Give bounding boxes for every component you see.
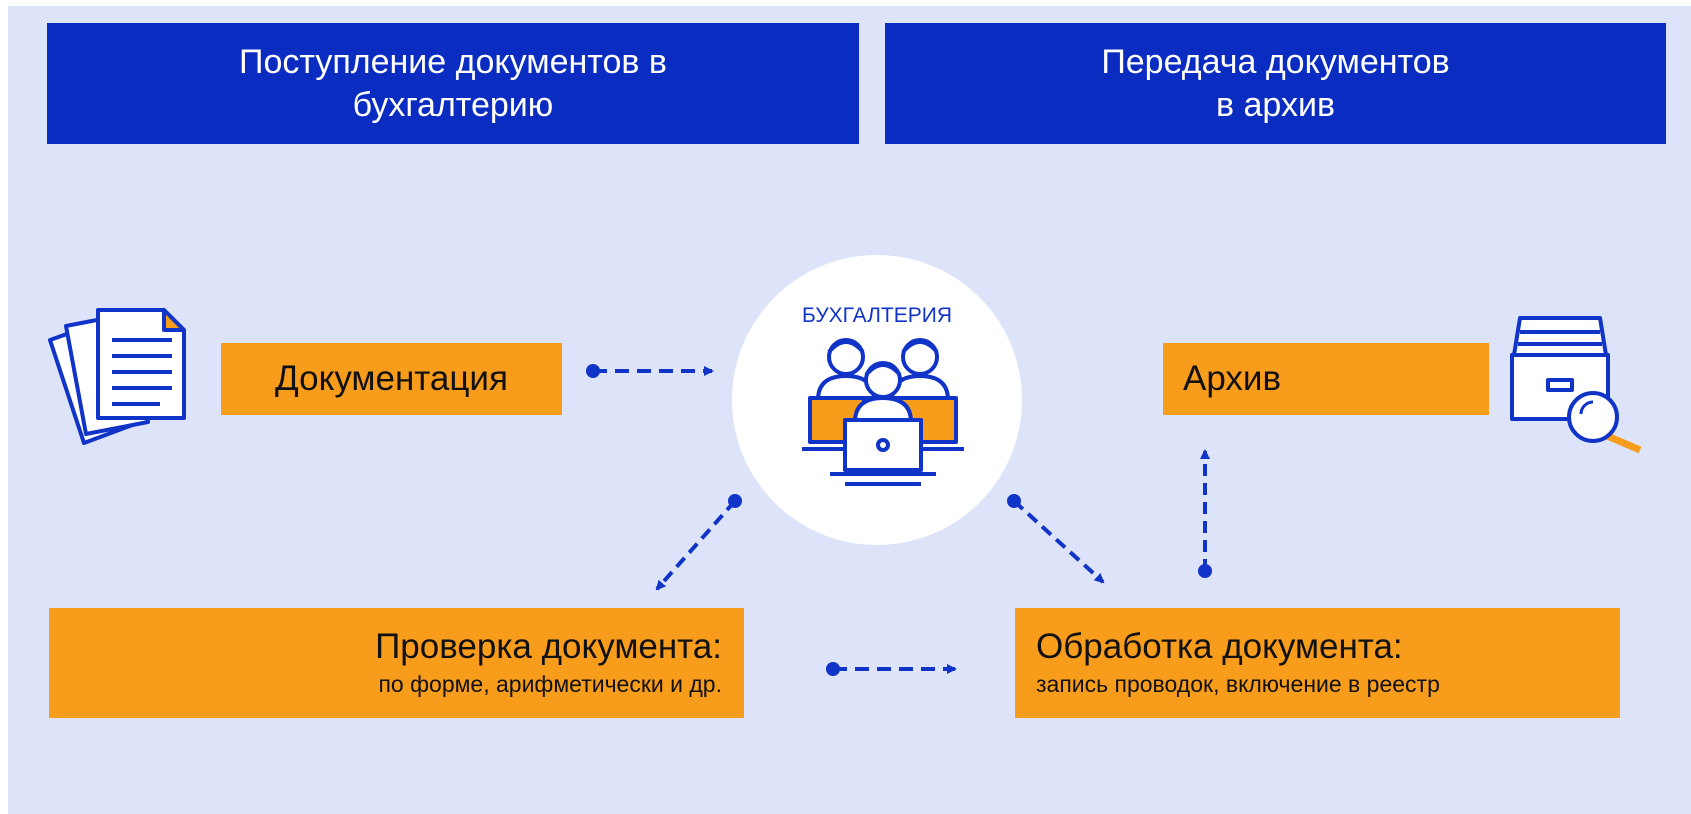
arrow-documentation-to-accounting [586,364,714,378]
processing-subtitle: запись проводок, включение в реестр [1036,671,1440,697]
documents-stack-icon [48,308,186,445]
check-subtitle: по форме, арифметически и др. [378,671,722,697]
arrow-check-to-processing [826,662,957,676]
header-archive-transfer: Передача документов в архив [885,23,1666,144]
header-incoming-line1: Поступление документов в [239,42,667,81]
accounting-team-icon [802,338,964,486]
header-archive-line1: Передача документов [1101,42,1450,81]
check-title: Проверка документа: [375,627,722,666]
header-incoming-line2: бухгалтерию [352,85,554,124]
archive-box-search-icon [1510,316,1642,454]
processing-box: Обработка документа: запись проводок, вк… [1015,608,1620,718]
arrow-accounting-to-check [655,494,742,591]
archive-box: Архив [1163,343,1489,415]
arrow-processing-to-archive [1198,449,1212,578]
documentation-box: Документация [221,343,562,415]
check-box: Проверка документа: по форме, арифметиче… [49,608,744,718]
processing-title: Обработка документа: [1036,627,1403,666]
archive-label: Архив [1183,359,1282,398]
documentation-label: Документация [275,359,508,398]
header-archive-line2: в архив [1216,85,1335,124]
accounting-label: БУХГАЛТЕРИЯ [802,304,952,327]
arrow-accounting-to-processing [1007,494,1105,584]
header-incoming: Поступление документов в бухгалтерию [47,23,859,144]
